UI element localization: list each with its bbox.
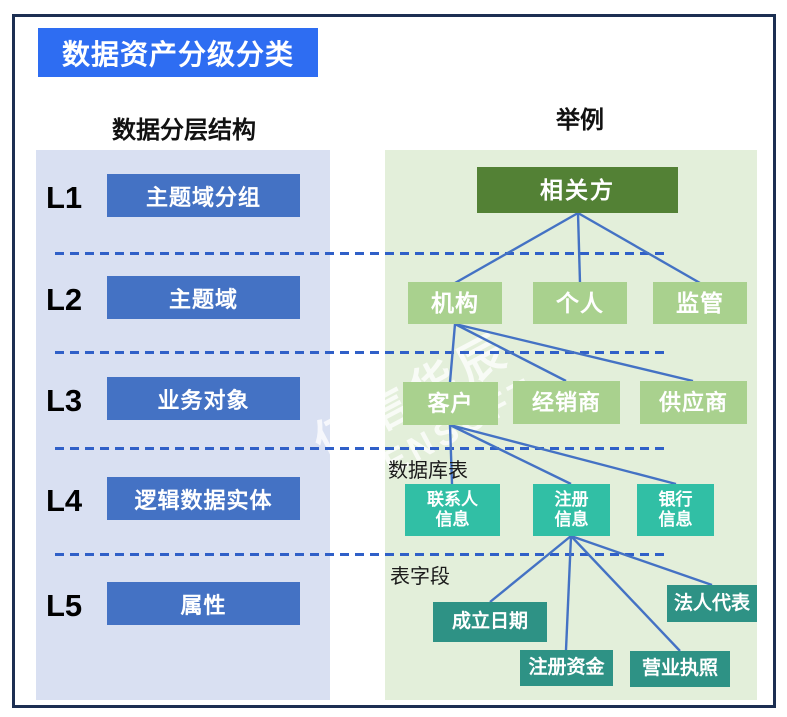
slide-title: 数据资产分级分类 [38, 28, 318, 77]
tree-node-institution: 机构 [408, 282, 502, 324]
right-column-header: 举例 [556, 107, 604, 134]
layer-box-l3: 业务对象 [107, 377, 300, 420]
tree-node-registration-info: 注册 信息 [533, 484, 610, 536]
tree-node-root: 相关方 [477, 167, 678, 213]
tree-node-establish-date: 成立日期 [433, 602, 547, 642]
tree-node-supplier: 供应商 [640, 381, 747, 424]
annotation-table-field: 表字段 [390, 566, 450, 588]
layer-level-l1: L1 [46, 180, 83, 215]
slide-border-frame [12, 14, 776, 708]
layer-box-l5: 属性 [107, 582, 300, 625]
tree-node-dealer: 经销商 [513, 381, 620, 424]
layer-box-l1: 主题域分组 [107, 174, 300, 217]
layer-level-l2: L2 [46, 282, 83, 317]
tree-node-customer: 客户 [403, 382, 498, 425]
layer-level-l3: L3 [46, 383, 83, 418]
annotation-db-table: 数据库表 [388, 460, 468, 482]
layer-box-l4: 逻辑数据实体 [107, 477, 300, 520]
layer-level-l4: L4 [46, 483, 83, 518]
left-column-header: 数据分层结构 [112, 117, 256, 144]
tree-node-individual: 个人 [533, 282, 627, 324]
tree-node-contact-info: 联系人 信息 [405, 484, 500, 536]
tree-node-registered-capital: 注册资金 [520, 650, 613, 686]
layer-box-l2: 主题域 [107, 276, 300, 319]
tree-node-bank-info: 银行 信息 [637, 484, 714, 536]
tree-node-legal-representative: 法人代表 [667, 585, 757, 622]
tree-node-regulator: 监管 [653, 282, 747, 324]
layer-level-l5: L5 [46, 588, 83, 623]
tree-node-business-license: 营业执照 [630, 651, 730, 687]
